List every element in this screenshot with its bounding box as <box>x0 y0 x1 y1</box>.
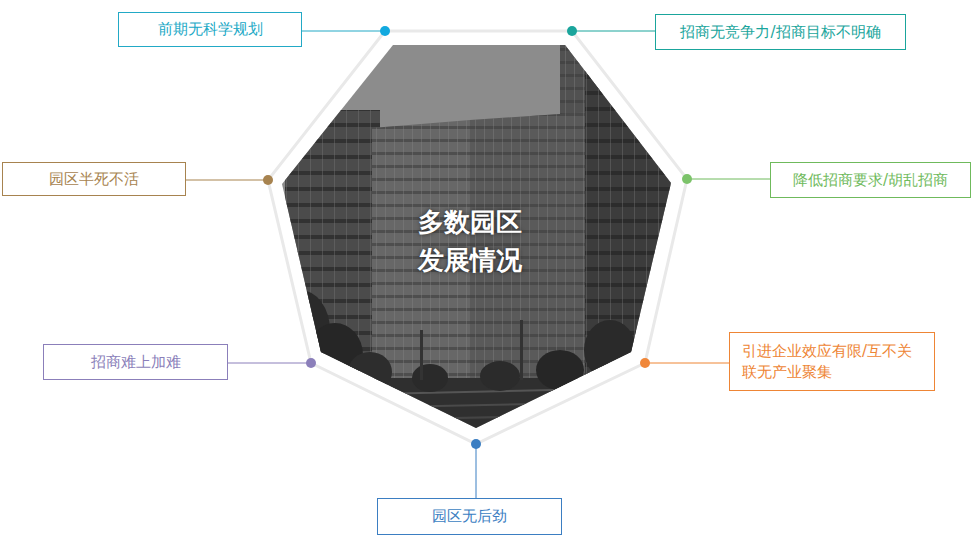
leader-line <box>687 179 770 180</box>
issue-box: 园区无后劲 <box>377 498 562 535</box>
vertex-dot <box>380 26 390 36</box>
issue-text: 招商难上加难 <box>91 352 181 372</box>
leader-line <box>476 444 477 498</box>
issue-box: 前期无科学规划 <box>118 12 302 47</box>
vertex-dot <box>263 175 273 185</box>
issue-box: 招商无竞争力/招商目标不明确 <box>655 14 906 50</box>
vertex-dot <box>306 358 316 368</box>
issue-text: 园区半死不活 <box>49 169 139 189</box>
issue-text: 招商无竞争力/招商目标不明确 <box>680 22 880 42</box>
leader-line <box>302 31 385 32</box>
vertex-dot <box>640 358 650 368</box>
issue-box: 降低招商要求/胡乱招商 <box>770 162 971 198</box>
issue-box: 园区半死不活 <box>2 162 186 196</box>
vertex-dot <box>682 174 692 184</box>
leader-line <box>186 180 268 181</box>
hub-heptagon: 多数园区 发展情况 <box>268 31 687 444</box>
leader-line <box>228 363 311 364</box>
vertex-dot <box>471 439 481 449</box>
vertex-dot <box>567 26 577 36</box>
leader-line <box>645 363 729 364</box>
issue-box: 引进企业效应有限/互不关联无产业聚集 <box>729 332 935 391</box>
issue-text: 降低招商要求/胡乱招商 <box>793 170 948 190</box>
issue-box: 招商难上加难 <box>43 344 228 380</box>
leader-line <box>572 31 655 32</box>
issue-text: 前期无科学规划 <box>158 19 263 39</box>
issue-text: 园区无后劲 <box>432 506 507 526</box>
hub-title: 多数园区 发展情况 <box>418 203 530 279</box>
issue-text: 引进企业效应有限/互不关联无产业聚集 <box>742 341 922 382</box>
